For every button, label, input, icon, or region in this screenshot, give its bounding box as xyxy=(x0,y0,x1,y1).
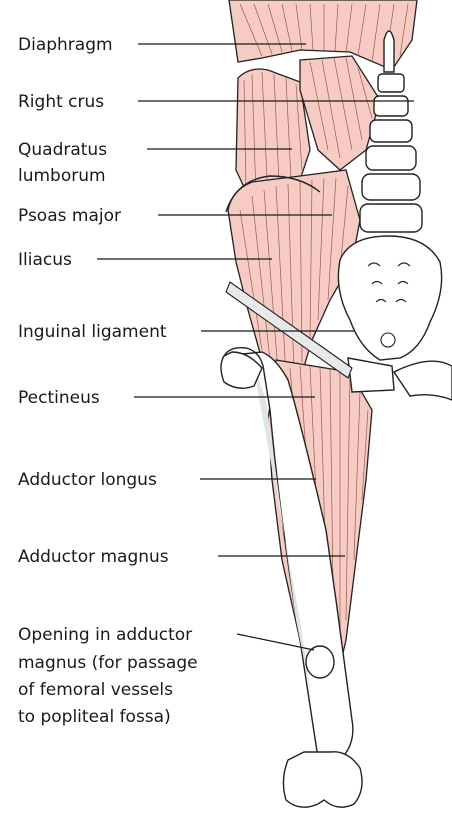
label-inguinal-ligament: Inguinal ligament xyxy=(18,322,167,342)
label-opening-line2: magnus (for passage xyxy=(18,653,198,673)
label-pectineus: Pectineus xyxy=(18,388,100,408)
label-diaphragm: Diaphragm xyxy=(18,35,113,55)
label-psoas-major: Psoas major xyxy=(18,206,121,226)
adductor-opening xyxy=(306,646,334,678)
pelvis xyxy=(338,236,452,400)
label-right-crus: Right crus xyxy=(18,92,104,112)
label-quadratus-line2: lumborum xyxy=(18,166,106,186)
label-quadratus-line1: Quadratus xyxy=(18,140,107,160)
label-opening-line1: Opening in adductor xyxy=(18,625,192,645)
label-opening-line3: of femoral vessels xyxy=(18,680,173,700)
label-adductor-longus: Adductor longus xyxy=(18,470,157,490)
label-opening-line4: to popliteal fossa) xyxy=(18,707,171,727)
label-iliacus: Iliacus xyxy=(18,250,72,270)
vertebral-column xyxy=(360,31,422,232)
label-adductor-magnus: Adductor magnus xyxy=(18,547,169,567)
labels: Diaphragm Right crus Quadratus lumborum … xyxy=(18,35,198,727)
